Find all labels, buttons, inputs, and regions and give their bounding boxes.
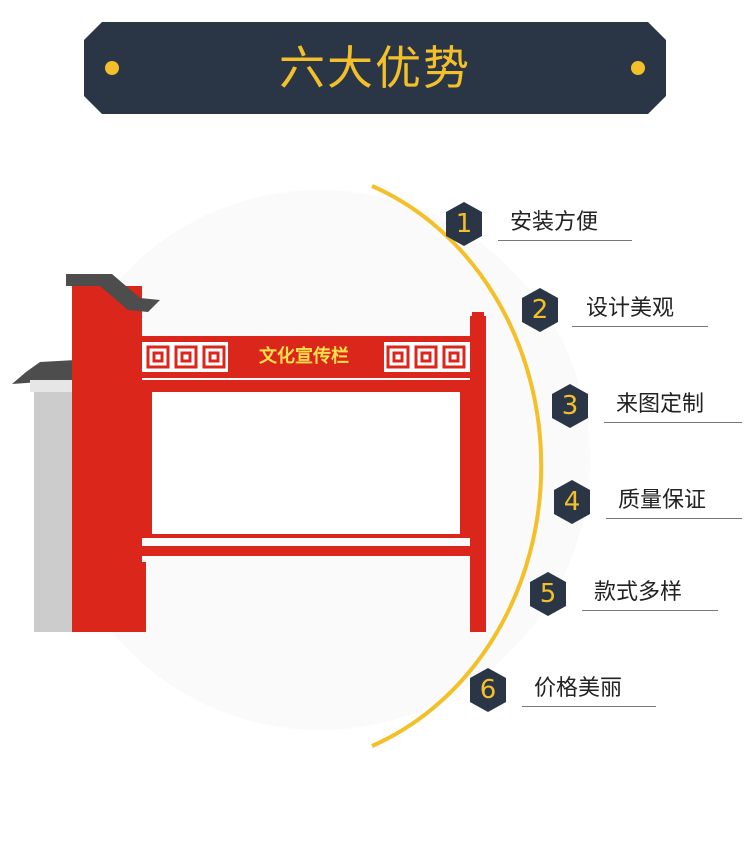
- advantage-label: 设计美观: [586, 296, 675, 321]
- sign-board: [138, 312, 486, 632]
- hexagon-icon: [446, 202, 482, 246]
- banner-shape: [84, 22, 666, 114]
- hexagon-icon: [522, 288, 558, 332]
- underline: [582, 610, 718, 611]
- underline: [498, 240, 632, 241]
- sign-title: 文化宣传栏: [259, 346, 349, 367]
- advantage-label: 价格美丽: [534, 676, 623, 701]
- left-dot-icon: [105, 61, 119, 75]
- gray-wall: [12, 360, 76, 632]
- display-panel: [152, 392, 460, 534]
- advantage-label: 款式多样: [594, 580, 683, 605]
- hexagon-icon: [470, 668, 506, 712]
- title-banner: 六大优势: [84, 22, 666, 114]
- hexagon-icon: [530, 572, 566, 616]
- red-pillar: [66, 274, 160, 632]
- hexagon-icon: [554, 480, 590, 524]
- page-title: 六大优势: [279, 41, 471, 95]
- advantage-number: 2: [531, 295, 549, 325]
- advantage-number: 1: [455, 209, 473, 239]
- advantage-label: 来图定制: [616, 392, 705, 417]
- underline: [606, 518, 742, 519]
- underline: [572, 326, 708, 327]
- advantage-number: 4: [563, 487, 581, 517]
- advantage-label: 安装方便: [510, 210, 599, 235]
- gold-arc: [371, 184, 544, 748]
- advantage-number: 6: [479, 675, 497, 705]
- advantage-number: 5: [539, 579, 557, 609]
- advantage-label: 质量保证: [618, 488, 707, 513]
- hexagon-icon: [552, 384, 588, 428]
- underline: [604, 422, 742, 423]
- underline: [522, 706, 656, 707]
- advantage-number: 3: [561, 391, 579, 421]
- right-dot-icon: [631, 61, 645, 75]
